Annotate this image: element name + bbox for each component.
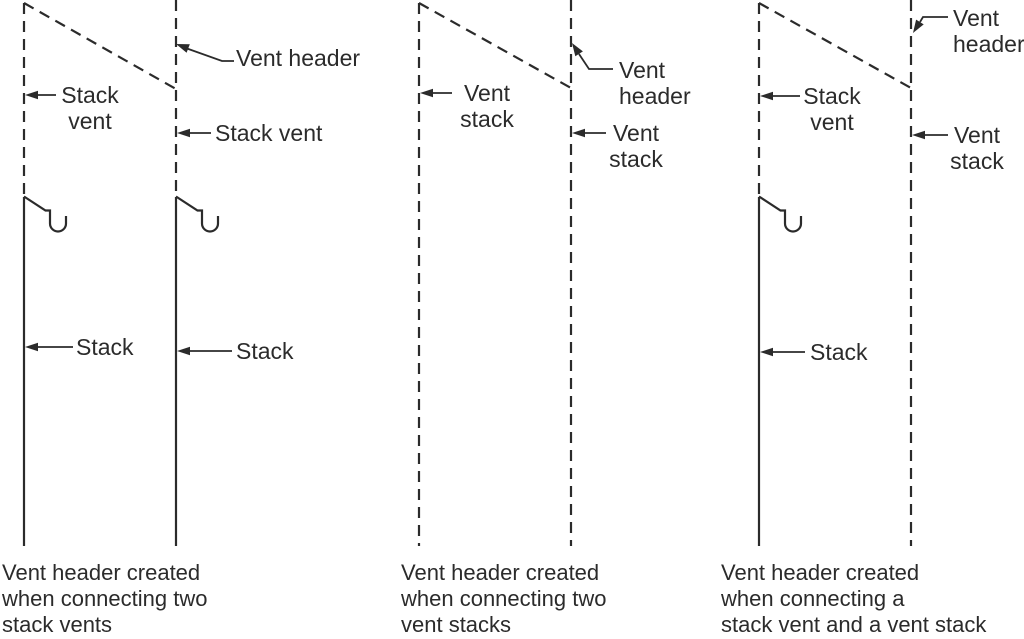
caption-line: when connecting a (721, 586, 905, 611)
vent-header-diagonal (23, 2, 177, 90)
fixture-hook-left (23, 195, 68, 233)
caption-line: when connecting two (2, 586, 208, 611)
label-line: stack (950, 148, 1004, 174)
label-stack-vent-right: Stack vent (215, 120, 322, 146)
stack-vent-right-arrowhead (177, 128, 190, 138)
label-stack-right: Stack (236, 338, 294, 364)
caption-line: stack vent and a vent stack (721, 612, 987, 637)
vent-header-arrowhead (913, 19, 924, 33)
label-line: Vent (463, 80, 511, 106)
label-vent-header: Vent header (953, 5, 1024, 57)
label-vent-stack-right: Vent stack (608, 120, 664, 172)
panel-2-art (417, 0, 613, 546)
panel-2-caption: Vent header created when connecting two … (401, 560, 606, 638)
fixture-hook-right (175, 195, 220, 233)
label-line: Stack (803, 83, 861, 109)
label-line: Stack (236, 338, 294, 364)
label-vent-header: Vent header (236, 45, 360, 71)
label-line: Stack (76, 334, 134, 360)
caption-line: Vent header created (721, 560, 920, 585)
label-stack-vent-left: Stack vent (57, 82, 123, 134)
label-line: vent (810, 109, 854, 135)
label-vent-stack-left: Vent stack (456, 80, 518, 132)
label-line: stack (609, 146, 663, 172)
label-line: header (619, 83, 691, 109)
panel-1-caption: Vent header created when connecting two … (2, 560, 207, 638)
caption-line: stack vents (2, 612, 113, 637)
stack-left-arrowhead (25, 342, 38, 352)
panel-3-caption: Vent header created when connecting a st… (721, 560, 986, 638)
label-line: Vent (619, 57, 666, 83)
label-line: stack (460, 106, 514, 132)
label-vent-stack: Vent stack (949, 122, 1005, 174)
label-line: Vent header (236, 45, 361, 71)
vent-header-arrowhead (176, 44, 190, 53)
vent-header-leader (919, 16, 948, 23)
label-stack-vent: Stack vent (801, 83, 863, 135)
vent-header-leader (578, 53, 613, 70)
label-vent-header: Vent header (619, 57, 691, 109)
stack-vent-arrowhead (760, 91, 773, 101)
caption-line: Vent header created (401, 560, 600, 585)
stack-vent-left-arrowhead (25, 90, 38, 100)
panel-3-art (757, 0, 948, 546)
label-stack-left: Stack (76, 334, 134, 360)
label-line: Vent (953, 5, 1000, 31)
vent-stack-right-arrowhead (572, 128, 585, 138)
label-line: Stack (810, 339, 868, 365)
label-line: Vent (953, 122, 1001, 148)
vent-stack-arrowhead (912, 130, 925, 140)
label-line: header (953, 31, 1024, 57)
panel-1-art (22, 0, 234, 546)
stack-right-arrowhead (177, 346, 190, 356)
vent-header-diagonal (758, 2, 912, 89)
vent-header-arrowhead (572, 43, 583, 57)
vent-header-diagonal (418, 2, 572, 89)
label-line: Stack (61, 82, 119, 108)
label-stack: Stack (810, 339, 868, 365)
caption-line: Vent header created (2, 560, 201, 585)
label-line: vent (68, 108, 112, 134)
caption-line: vent stacks (401, 612, 512, 637)
stack-arrowhead (760, 347, 773, 357)
label-line: Vent (612, 120, 660, 146)
label-line: Stack vent (215, 120, 323, 146)
vent-stack-left-arrowhead (420, 88, 433, 98)
vent-header-leader (186, 47, 234, 62)
caption-line: when connecting two (401, 586, 607, 611)
fixture-hook (758, 195, 803, 233)
